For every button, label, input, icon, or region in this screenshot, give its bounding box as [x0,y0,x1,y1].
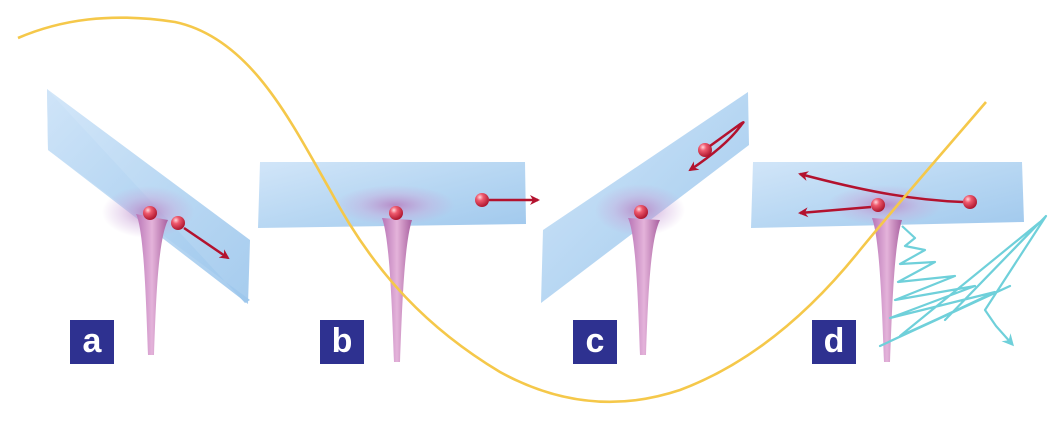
electron [634,205,648,219]
electron [475,193,489,207]
electron [963,195,977,209]
panel-d [751,162,1048,362]
panel-label-c: c [573,320,617,364]
potential-funnel [872,218,902,362]
panel-label-a: a [70,320,114,364]
electron [698,143,712,157]
electron-return-trajectory [688,121,745,172]
potential-funnel [136,214,168,355]
electron [143,206,157,220]
potential-funnel [382,218,412,362]
emitted-radiation-wave [878,214,1048,348]
electron [389,206,403,220]
panel-label-d: d [812,320,856,364]
laser-field-curve [17,16,987,404]
electron-trajectory-arrow [798,171,964,204]
panel-label-b: b [320,320,364,364]
panel-a [47,89,250,355]
potential-well-glow [335,185,455,225]
electron [871,198,885,212]
electron-trajectory-arrow [798,205,872,218]
electron-trajectory-arrow [183,226,230,260]
electron [171,216,185,230]
panel-c [541,92,749,355]
potential-funnel [628,218,660,355]
panel-b [258,162,540,362]
